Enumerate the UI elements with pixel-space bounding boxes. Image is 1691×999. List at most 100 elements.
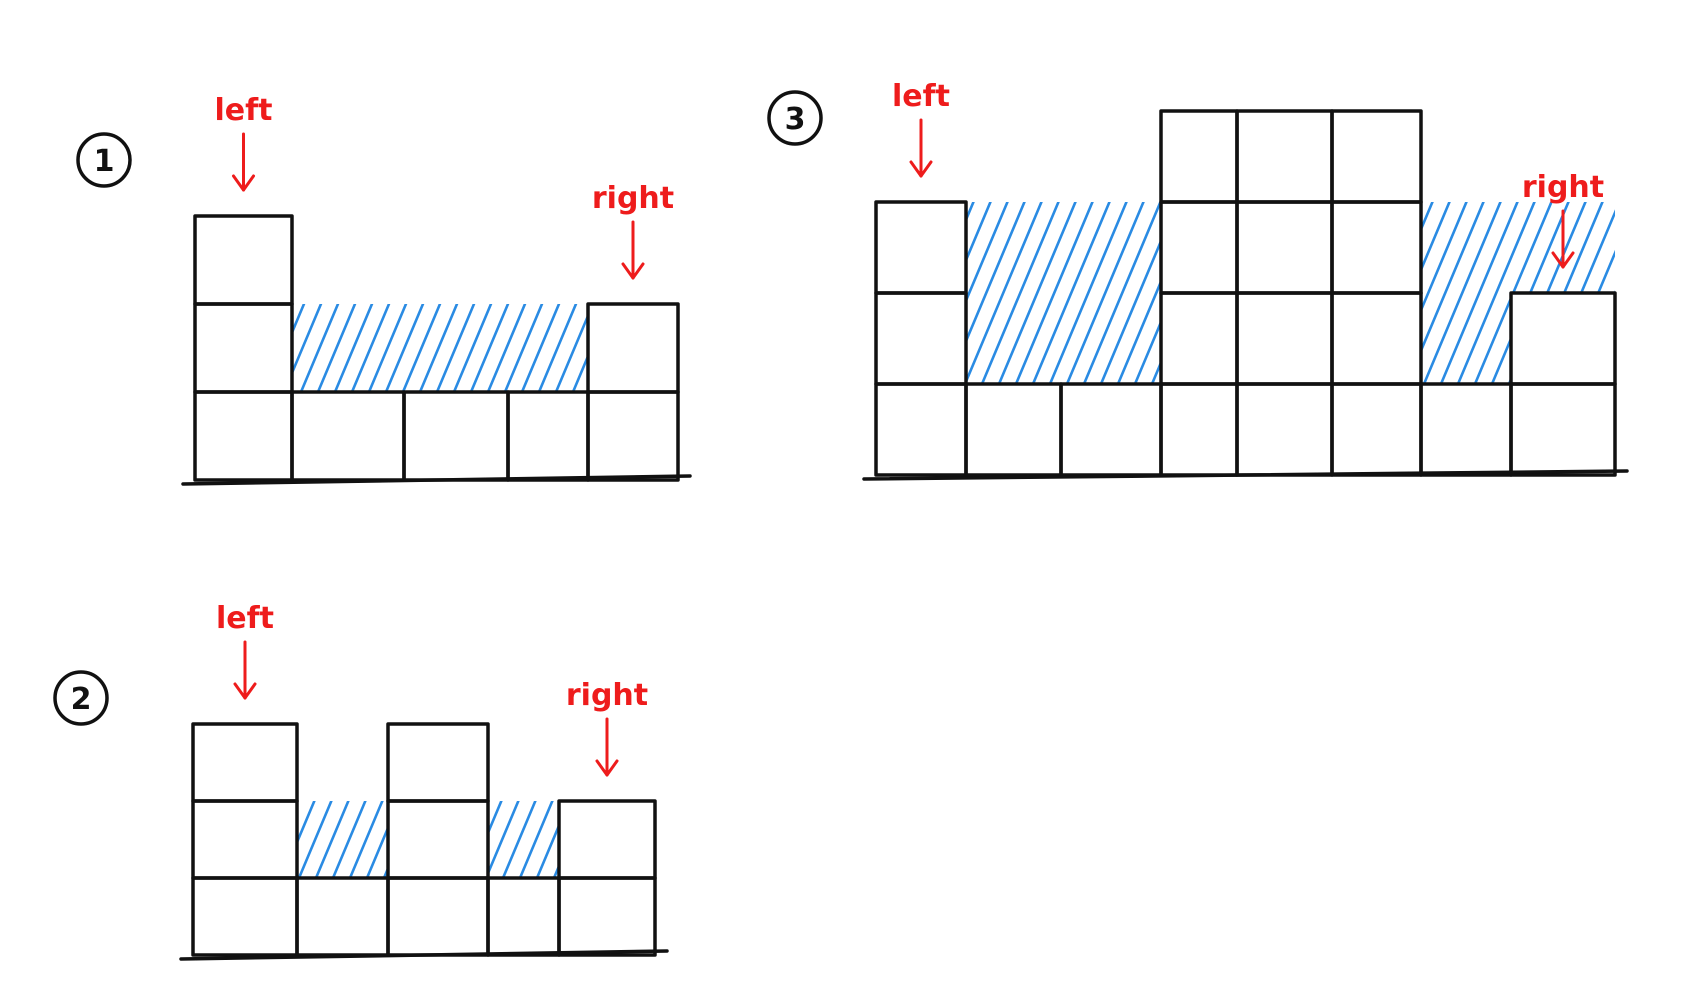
water-hatch-stroke [537,304,578,392]
water-hatch-stroke [758,801,790,878]
water-hatch-stroke [0,801,25,878]
water-hatch-stroke [486,304,527,392]
water-hatch-stroke [966,202,1026,384]
water-hatch-stroke [709,304,746,392]
bar-block [1159,200,1239,295]
water-hatch-stroke [1456,202,1536,384]
bar-block [1159,291,1239,386]
diagram-number: 2 [71,682,92,717]
ground-baseline [862,469,1629,481]
water-hatch-stroke [297,801,299,878]
water-hatch-stroke [452,304,493,392]
water-hatch-stroke [997,202,1077,384]
water-hatch-stroke [624,304,661,392]
diagram-number: 1 [94,144,115,179]
water-hatch-stroke [12,304,49,392]
diagram-1: 1 left right [12,93,865,486]
diagram-3: 3 left right [676,79,1691,481]
bar-block [1509,291,1617,386]
water-hatch-stroke [148,304,185,392]
water-hatch-stroke [656,801,688,878]
water-hatch-stroke [114,304,151,392]
water-hatch-stroke [199,304,236,392]
water-hatch-stroke [63,304,100,392]
water-hatch-stroke [692,304,729,392]
right-pointer: right [1522,170,1604,269]
water-hatch-stroke [214,801,246,878]
water-hatch-stroke [778,202,854,384]
water-hatch-stroke [826,801,858,878]
water-hatch-stroke [46,304,83,392]
left-pointer: left [892,79,950,178]
water-hatch-stroke [744,202,820,384]
arrow-head [621,262,645,280]
water-hatch-stroke [180,801,212,878]
down-arrow-icon [1551,209,1575,269]
water-hatch-stroke [95,801,127,878]
bar-block [290,390,406,482]
water-hatch-stroke [1645,202,1691,384]
water-hatch-stroke [348,801,384,878]
water-hatch-stroke [605,801,637,878]
water-hatch-stroke [792,801,824,878]
water-hatch-stroke [760,304,797,392]
bar-block [1059,382,1163,477]
left-pointer-label: left [214,93,272,128]
water-hatch-stroke [80,304,117,392]
left-pointer-label: left [892,79,950,114]
water-hatch-stroke [775,801,807,878]
water-hatch-stroke [795,202,871,384]
number-circle [76,132,132,188]
water-hatch-stroke [1628,202,1691,384]
water-hatch-stroke [966,202,992,384]
water-hatch-stroke [1662,202,1691,384]
bar-blocks [191,722,657,957]
water-hatch-stroke [416,801,452,878]
bar-block [193,390,294,482]
water-hatch-stroke [828,304,865,392]
water-hatch-stroke [794,304,831,392]
water-hatch-stroke [197,801,229,878]
bar-block [386,876,490,957]
right-pointer: right [566,678,648,777]
left-pointer: left [214,93,273,192]
arrow-head [232,174,255,192]
water-hatch-stroke [727,202,803,384]
water-hatch-stroke [1609,202,1615,384]
water-hatching [0,801,858,878]
water-hatch-stroke [10,801,42,878]
down-arrow-icon [909,118,933,178]
water-hatch-stroke [435,304,476,392]
water-hatch-stroke [1439,202,1519,384]
water-hatch-stroke [518,801,554,878]
bar-block [1330,291,1423,386]
water-hatch-stroke [676,202,752,384]
water-hatch-stroke [707,801,739,878]
water-hatch-stroke [367,304,408,392]
bar-block [191,722,299,803]
water-hatch-stroke [966,202,1009,384]
bar-block [1330,200,1423,295]
left-pointer-label: left [216,601,274,636]
water-hatch-stroke [1679,202,1691,384]
water-hatch-stroke [469,304,510,392]
bar-block [1235,291,1334,386]
water-hatch-stroke [29,304,66,392]
water-hatch-stroke [146,801,178,878]
bar-block [1235,109,1334,204]
right-pointer-label: right [1522,170,1604,205]
number-circle [767,90,823,146]
water-hatch-stroke [399,801,435,878]
bar-block [191,799,299,880]
down-arrow-icon [595,717,619,777]
down-arrow-icon [232,132,255,192]
water-hatch-stroke [44,801,76,878]
bar-block [1509,382,1617,477]
water-hatch-stroke [724,801,756,878]
water-hatch-stroke [292,304,306,392]
water-hatch-stroke [1422,202,1502,384]
diagram-2: 2 left right [0,601,858,961]
water-hatch-stroke [316,304,357,392]
water-hatch-stroke [484,801,520,878]
